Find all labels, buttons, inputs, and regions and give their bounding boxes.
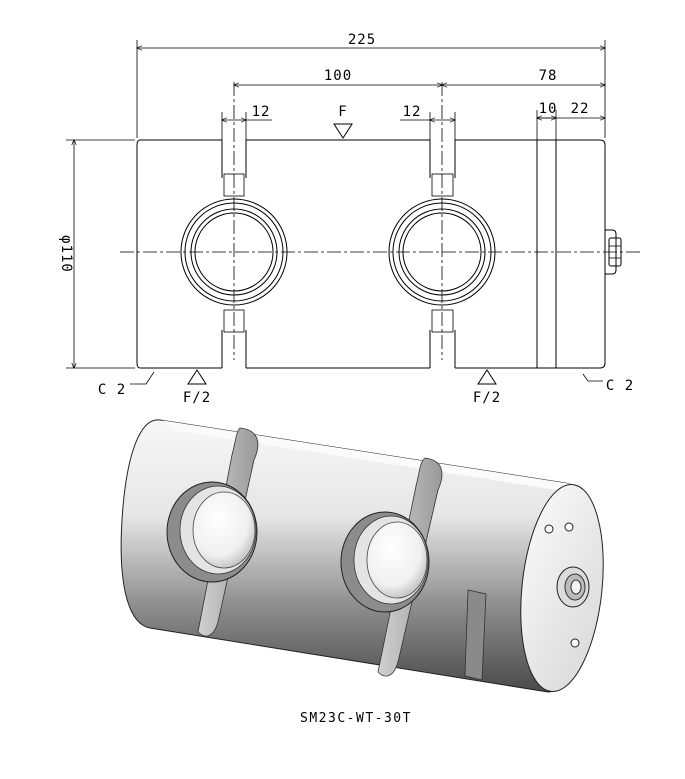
iso-connector <box>556 566 590 608</box>
dim-left-support: F/2 <box>183 390 211 406</box>
dim-overall-length: 225 <box>348 32 376 48</box>
dim-right-slot: 12 <box>403 104 422 120</box>
dim-groove: 10 <box>539 101 558 117</box>
dim-left-chamfer: C 2 <box>98 382 126 398</box>
model-caption: SM23C-WT-30T <box>300 711 412 726</box>
isometric-render <box>120 419 604 693</box>
dim-right-section: 78 <box>539 68 558 84</box>
dim-right-support: F/2 <box>473 390 501 406</box>
dimension-labels: 225 100 78 12 F 12 10 22 φ110 C 2 C 2 F/… <box>58 32 634 406</box>
dim-right-chamfer: C 2 <box>606 378 634 394</box>
iso-end-cap-holes <box>544 522 580 648</box>
dim-load-label: F <box>338 104 347 120</box>
dim-left-slot: 12 <box>252 104 271 120</box>
dimension-lines <box>66 40 605 385</box>
dim-diameter: φ110 <box>58 235 74 273</box>
dim-pin-spacing: 100 <box>324 68 352 84</box>
iso-right-pin <box>340 511 430 613</box>
dim-end-section: 22 <box>571 101 590 117</box>
front-view <box>120 82 640 369</box>
iso-left-pin <box>166 481 258 583</box>
